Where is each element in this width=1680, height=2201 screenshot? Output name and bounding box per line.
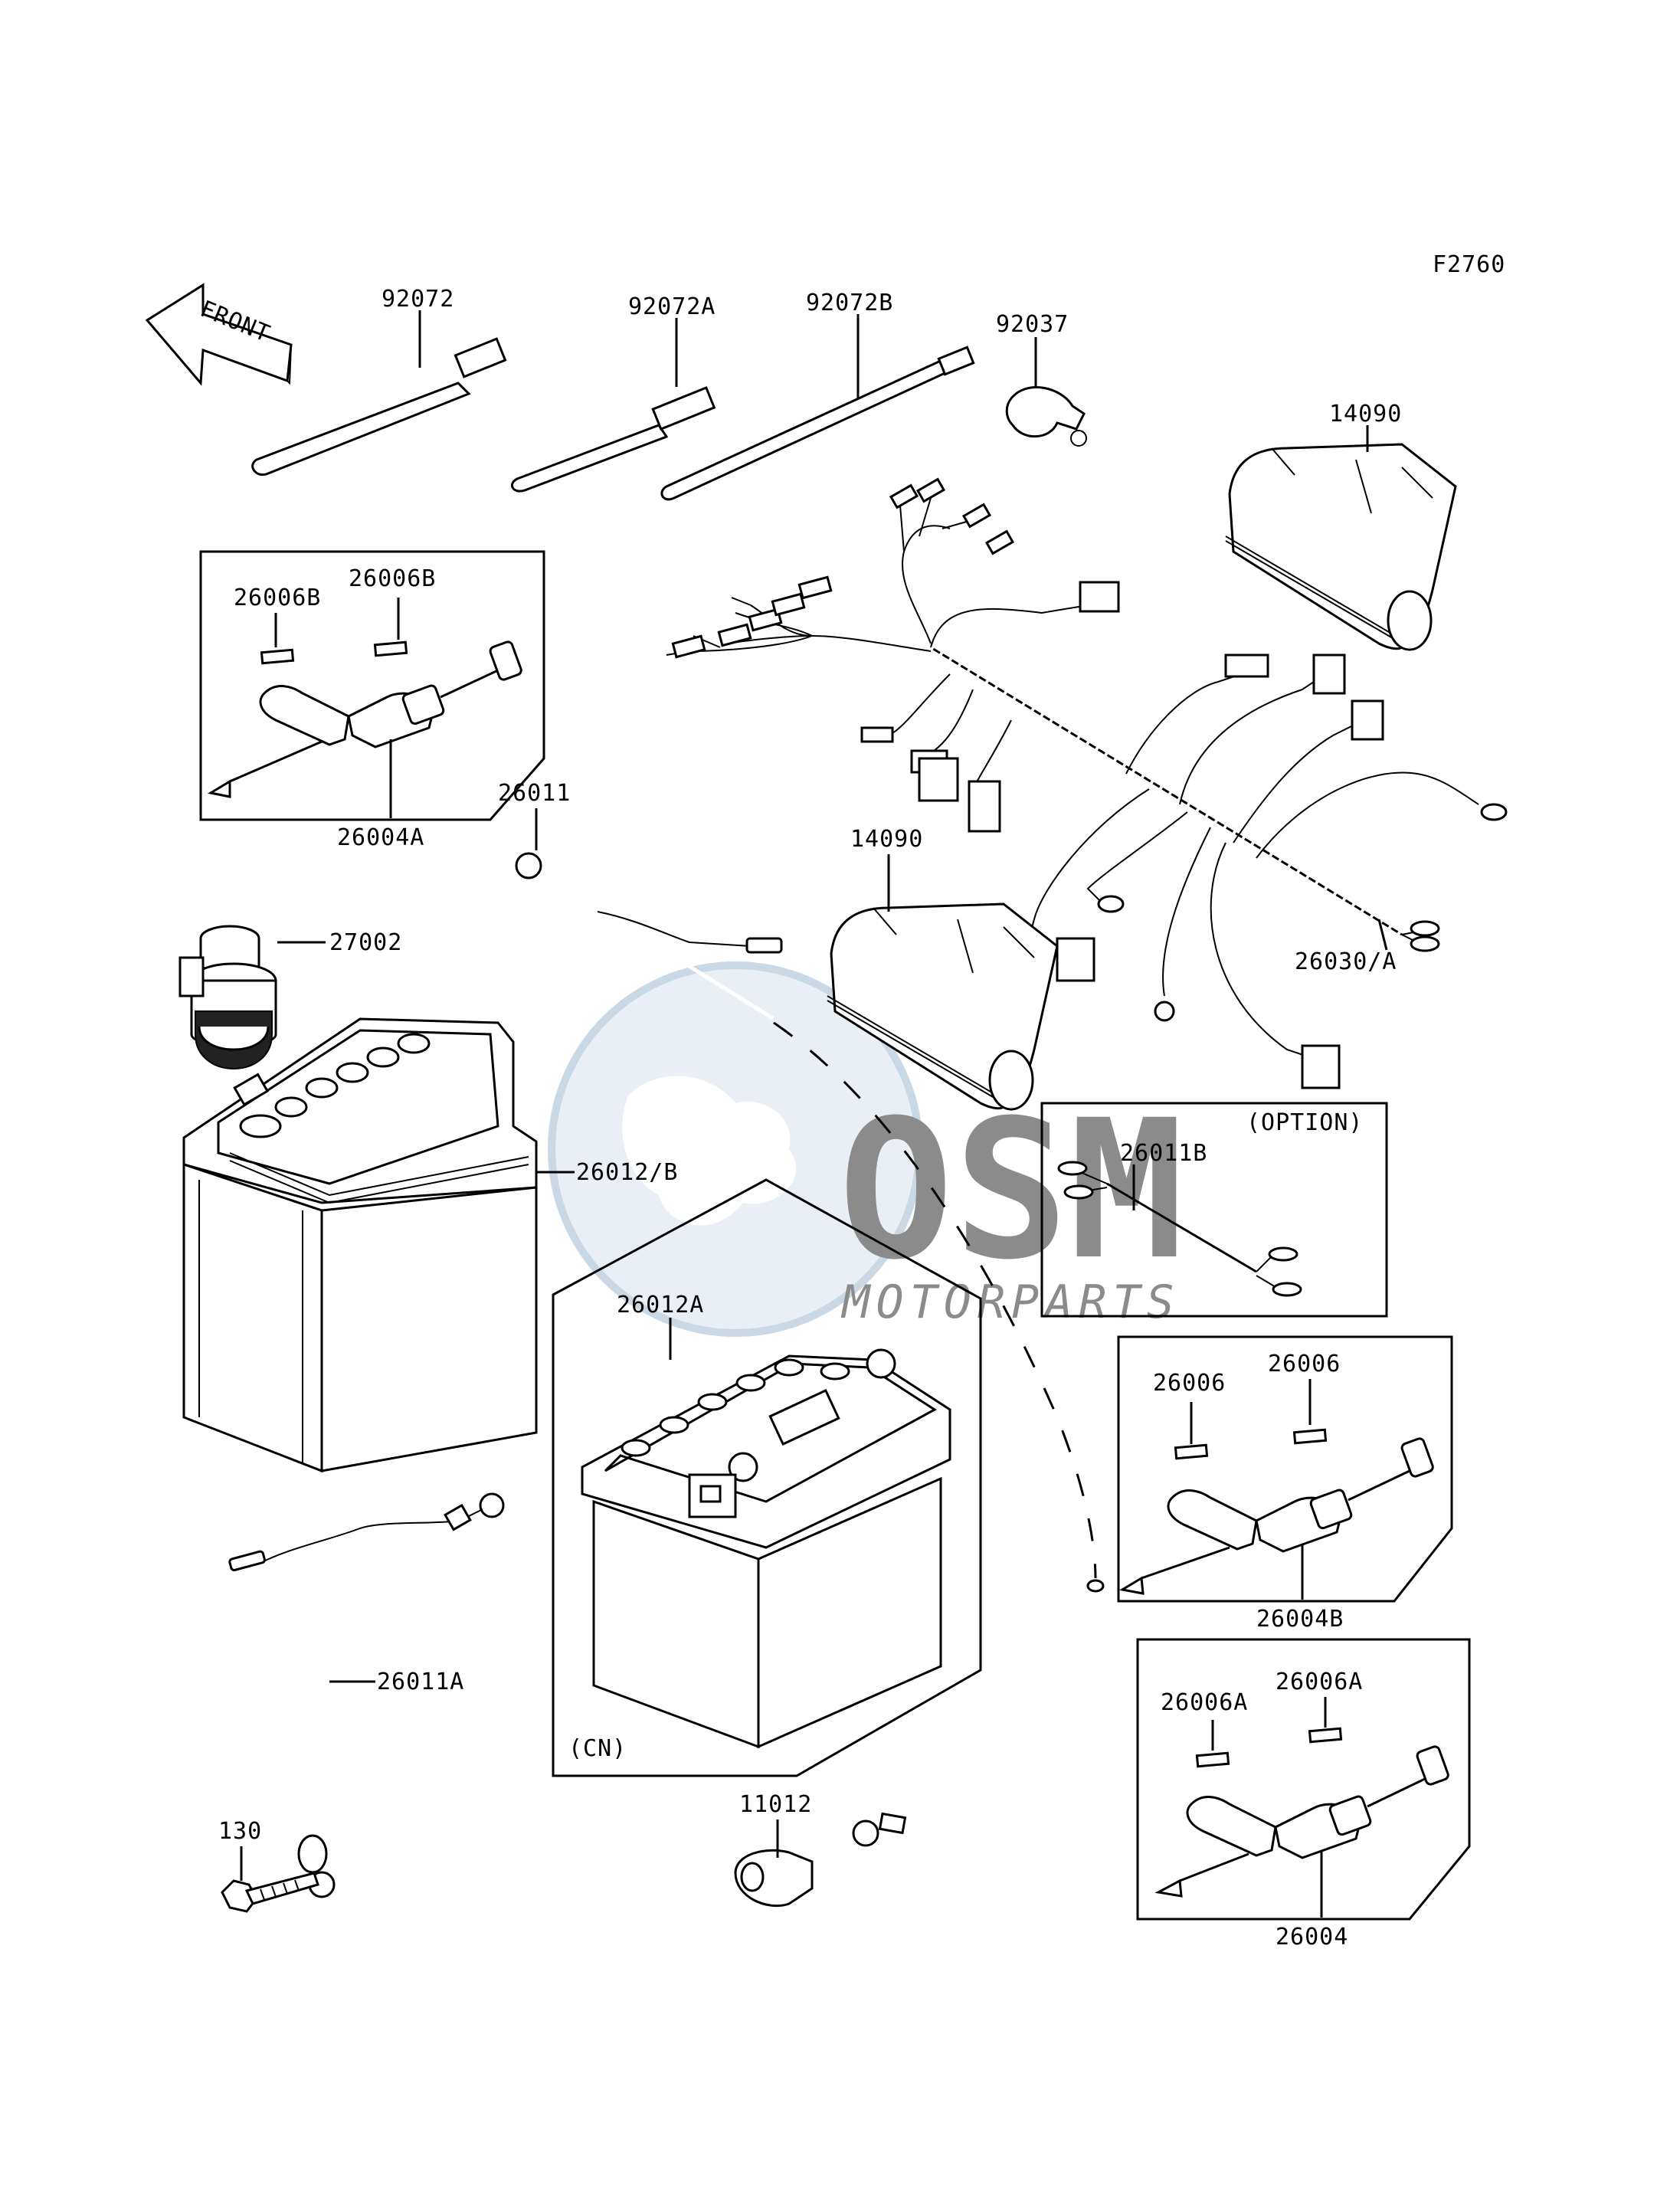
cover-14090-top: 14090 bbox=[1225, 401, 1457, 651]
connector-harness-right-b bbox=[1351, 699, 1384, 741]
cable-tie-92072: 92072 bbox=[251, 286, 507, 477]
label-26004A: 26004A bbox=[337, 824, 424, 851]
label-cn: (CN) bbox=[568, 1735, 627, 1762]
cn-battery-box: 26012A (CN) bbox=[552, 1178, 982, 1777]
connector-harness-bottom-b bbox=[1301, 1044, 1341, 1089]
label-92037: 92037 bbox=[996, 311, 1069, 338]
label-26006-1: 26006 bbox=[1153, 1370, 1226, 1397]
label-92072A: 92072A bbox=[628, 293, 716, 320]
fuse-holder-box-26004: 26006A 26006A 26004 bbox=[1136, 1638, 1471, 1950]
cover-14090-mid: 14090 bbox=[827, 826, 1059, 1111]
connector-harness-left-b bbox=[968, 780, 1001, 833]
label-11012: 11012 bbox=[739, 1791, 812, 1818]
label-26012A: 26012A bbox=[617, 1292, 704, 1318]
bolt-130: 130 bbox=[218, 1818, 319, 1913]
cable-tie-92072A: 92072A bbox=[511, 293, 716, 493]
label-26006B-2: 26006B bbox=[349, 565, 436, 592]
relay-27002: 27002 bbox=[178, 925, 402, 1069]
label-14090-top: 14090 bbox=[1329, 401, 1402, 427]
option-box bbox=[1040, 1102, 1388, 1318]
battery-26012B: 26012/B bbox=[182, 1017, 678, 1473]
connector-harness-right-a bbox=[1312, 653, 1346, 695]
label-130: 130 bbox=[218, 1818, 262, 1845]
clamp-92037: 92037 bbox=[996, 311, 1087, 447]
cable-tie-92072B: 92072B bbox=[660, 290, 975, 501]
connector-harness-top bbox=[1079, 581, 1120, 613]
battery-26012A bbox=[581, 1348, 951, 1749]
label-26004B: 26004B bbox=[1256, 1606, 1344, 1633]
label-26012B: 26012/B bbox=[576, 1159, 678, 1186]
figure-code: F2760 bbox=[1433, 251, 1505, 278]
cap-11012 bbox=[734, 1849, 814, 1908]
option-box-26011B: (OPTION) 26011B bbox=[1040, 1102, 1388, 1318]
connector-harness-left-a bbox=[918, 757, 959, 802]
watermark-globe bbox=[548, 961, 923, 1337]
fuse-holder-box-26004A: 26006B 26006B 26004A bbox=[199, 550, 545, 851]
watermark-sub: MOTORPARTS bbox=[840, 1276, 1180, 1329]
label-26011B: 26011B bbox=[1120, 1140, 1207, 1167]
label-26011A: 26011A bbox=[377, 1669, 464, 1695]
watermark-brand: OSM bbox=[838, 1079, 1184, 1302]
label-26011: 26011 bbox=[498, 780, 571, 807]
label-26006B-1: 26006B bbox=[234, 585, 321, 611]
connector-harness-bottom-a bbox=[1056, 937, 1095, 982]
label-26006-2: 26006 bbox=[1268, 1351, 1341, 1377]
label-26030A: 26030/A bbox=[1295, 948, 1397, 975]
cable-end-11012: 11012 bbox=[734, 1579, 1105, 1908]
fuse-holder-box-26004B: 26006 26006 26004B bbox=[1117, 1335, 1453, 1633]
label-26006A-1: 26006A bbox=[1161, 1689, 1248, 1716]
label-option: (OPTION) bbox=[1246, 1109, 1364, 1136]
label-27002: 27002 bbox=[329, 929, 402, 956]
label-26006A-2: 26006A bbox=[1276, 1669, 1363, 1695]
cable-26011: 26011 bbox=[498, 780, 1097, 1579]
label-92072B: 92072B bbox=[806, 290, 893, 316]
wiring-harness-26030A: 26030/A bbox=[666, 477, 1508, 1089]
cable-26011A: 26011A bbox=[228, 1492, 505, 1898]
label-92072: 92072 bbox=[382, 286, 454, 313]
front-arrow: FRONT bbox=[145, 283, 293, 386]
label-14090-mid: 14090 bbox=[850, 826, 923, 853]
label-26004: 26004 bbox=[1276, 1924, 1348, 1950]
